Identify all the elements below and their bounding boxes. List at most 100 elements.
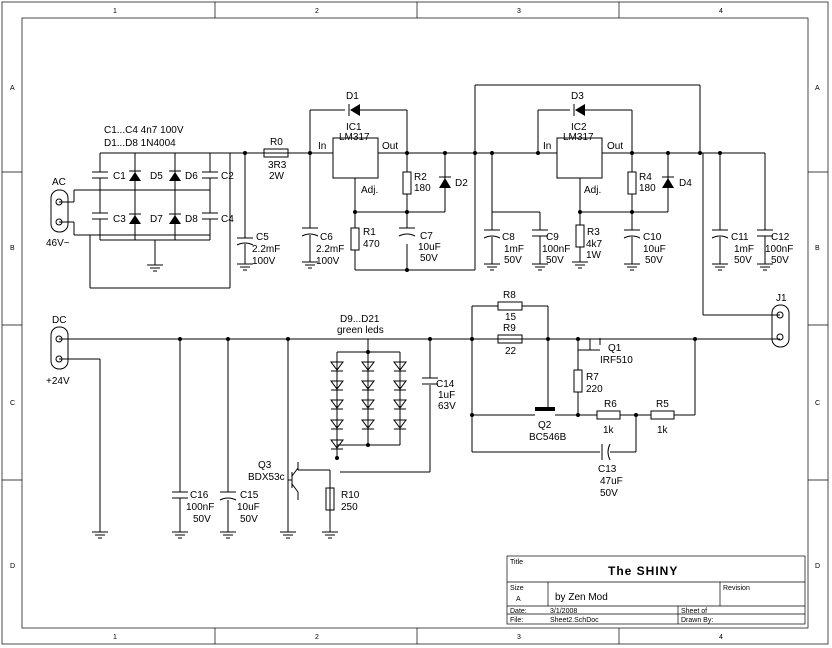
c12-value: 100nF: [765, 244, 793, 255]
resistor-r3: [575, 224, 585, 248]
title-text: The SHINY: [608, 564, 678, 578]
transistor-q1: [577, 338, 601, 351]
c16-label: C16: [190, 490, 209, 501]
c6-value: 2.2mF: [316, 244, 344, 255]
c1-label: C1: [113, 171, 126, 182]
regulator-ic2: [556, 137, 603, 179]
drawn-by-label: Drawn By:: [681, 617, 713, 624]
r7-label: R7: [586, 372, 599, 383]
q1-type: IRF510: [600, 355, 633, 366]
c9-value: 100nF: [542, 244, 570, 255]
transistor-q3: [291, 467, 299, 500]
c10-value: 10uF: [643, 244, 666, 255]
r8-label: R8: [503, 290, 516, 301]
c8-label: C8: [502, 232, 515, 243]
resistor-r10: [325, 487, 335, 511]
ic2-pin-in: In: [543, 141, 551, 152]
r10-value: 250: [341, 502, 358, 513]
r0-power: 2W: [269, 171, 285, 182]
d5-label: D5: [150, 171, 163, 182]
cap-c4: [202, 212, 218, 220]
r9-value: 22: [505, 346, 517, 357]
c3-label: C3: [113, 214, 126, 225]
d4-label: D4: [679, 178, 692, 189]
date-value: 3/1/2008: [550, 608, 577, 615]
zone-row-d-left: D: [10, 563, 15, 570]
c15-label: C15: [240, 490, 259, 501]
j1-label: J1: [776, 293, 787, 304]
author-text: by Zen Mod: [555, 592, 608, 603]
c7-value: 10uF: [418, 242, 441, 253]
c7-voltage: 50V: [420, 253, 438, 264]
zone-col-4-bottom: 4: [719, 634, 723, 641]
cap-c11: [711, 229, 729, 271]
q2-base-bar: [535, 407, 555, 411]
zone-row-a-right: A: [815, 85, 820, 92]
cap-c10: [623, 229, 641, 271]
ground-symbol: [572, 261, 588, 269]
ic2-type: LM317: [563, 132, 594, 143]
caps-note: C1...C4 4n7 100V: [104, 125, 184, 136]
zone-row-c-left: C: [10, 400, 15, 407]
ac-label: AC: [52, 177, 66, 188]
c8-value: 1mF: [504, 244, 524, 255]
bottom-junctions: [178, 337, 697, 417]
r0-label: R0: [270, 137, 283, 148]
cap-c6: [301, 227, 319, 269]
zone-col-2-bottom: 2: [315, 634, 319, 641]
c13-voltage: 50V: [600, 488, 618, 499]
c16-value: 100nF: [186, 502, 214, 513]
resistor-r8: [497, 301, 523, 311]
cap-c2: [202, 171, 218, 179]
zone-col-1-bottom: 1: [113, 634, 117, 641]
diodes-note: D1...D8 1N4004: [104, 138, 176, 149]
r1-value: 470: [363, 239, 380, 250]
c11-value: 1mF: [734, 244, 754, 255]
diode-d3: [573, 104, 585, 116]
resistor-r1: [350, 227, 360, 251]
c13-value: 47uF: [600, 476, 623, 487]
c5-voltage: 100V: [252, 256, 276, 267]
title-label: Title: [510, 559, 523, 566]
cap-c15: [219, 491, 237, 501]
c16-voltage: 50V: [193, 514, 211, 525]
q1-label: Q1: [608, 343, 622, 354]
cap-c9: [532, 229, 548, 271]
d7-label: D7: [150, 214, 163, 225]
c5-label: C5: [256, 232, 269, 243]
c8-voltage: 50V: [504, 255, 522, 266]
regulator-ic1: [332, 137, 379, 179]
r5-label: R5: [656, 399, 669, 410]
c2-label: C2: [221, 171, 234, 182]
d1-label: D1: [346, 91, 359, 102]
r2-label: R2: [414, 172, 427, 183]
r3-value: 4k7: [586, 239, 603, 250]
c5-value: 2.2mF: [252, 244, 280, 255]
ic2-label: IC2: [571, 122, 587, 133]
led-array-wires: [336, 339, 401, 458]
c13-label: C13: [598, 464, 617, 475]
zone-row-c-right: C: [815, 400, 820, 407]
cap-c12: [757, 229, 773, 271]
ic2-wires: [475, 109, 766, 262]
ic2-pin-adj: Adj.: [584, 185, 601, 196]
c12-voltage: 50V: [771, 255, 789, 266]
cap-c3: [92, 212, 108, 220]
c10-label: C10: [643, 232, 662, 243]
size-label: Size: [510, 585, 524, 592]
ic1-wires: [288, 84, 701, 271]
r8-value: 15: [505, 312, 517, 323]
transistor-q2: [535, 400, 555, 409]
resistor-r9: [497, 334, 523, 344]
q3-type: BDX53c: [248, 472, 285, 483]
output-rail: [702, 153, 780, 316]
diode-d5: [129, 170, 141, 181]
zone-col-4-top: 4: [719, 8, 723, 15]
diode-d4: [662, 176, 674, 188]
ic1-pin-in: In: [318, 141, 326, 152]
cap-c7: [398, 227, 416, 237]
file-value: Sheet2.SchDoc: [550, 617, 599, 624]
diode-d2: [439, 176, 451, 188]
c14-label: C14: [436, 379, 455, 390]
